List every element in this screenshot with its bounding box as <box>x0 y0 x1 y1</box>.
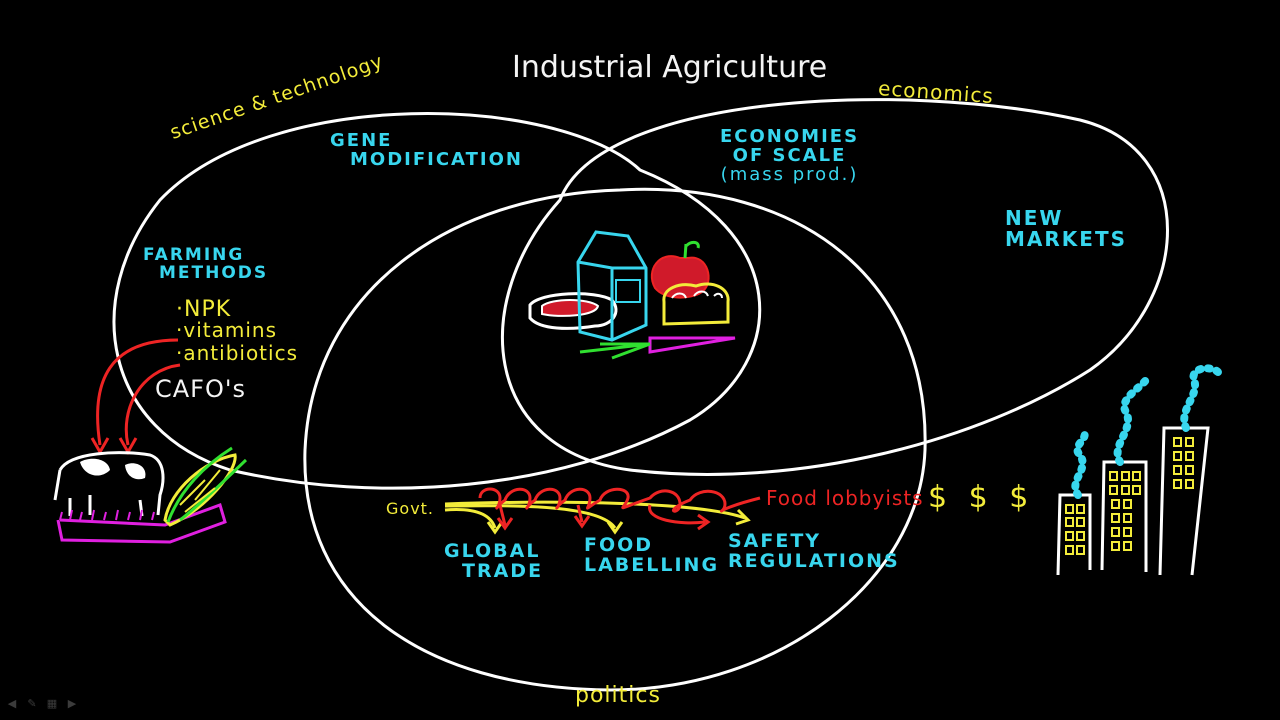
yellow-arrow-trade <box>444 508 497 529</box>
corn-icon <box>163 446 248 527</box>
economics-circle <box>501 98 1169 476</box>
milk-carton-icon <box>576 230 648 342</box>
diagram-title: Industrial Agriculture <box>512 50 828 85</box>
cow-icon <box>53 451 165 517</box>
meat-icon <box>528 292 618 330</box>
lobbyist-loops <box>478 487 761 513</box>
pen-icon[interactable]: ✎ <box>27 697 37 710</box>
red-arrow-vitamins <box>124 363 181 446</box>
govt-label: Govt. <box>386 499 435 518</box>
factory-icon <box>1056 364 1222 576</box>
safety-regulations-label: SAFETY REGULATIONS <box>728 530 900 572</box>
dollar-signs: $ $ $ <box>928 480 1030 515</box>
politics-label: politics <box>575 683 661 708</box>
yellow-arrow-labelling <box>444 504 617 529</box>
npk-item: ·NPK <box>176 297 232 322</box>
page-icon[interactable]: ▦ <box>46 697 58 710</box>
politics-circle <box>303 187 927 692</box>
cafos-label: CAFO's <box>155 375 246 403</box>
gene-modification-label: GENE MODIFICATION <box>330 130 523 170</box>
pasture-icon <box>56 503 227 544</box>
new-markets-label: NEW MARKETS <box>1005 206 1127 251</box>
global-trade-label: GLOBAL TRADE <box>444 540 544 582</box>
economies-of-scale-label: ECONOMIES OF SCALE (mass prod.) <box>720 126 860 185</box>
yellow-arrow-safety <box>444 500 746 520</box>
red-arrow-antibiotics <box>96 338 179 446</box>
carrot-icon <box>579 336 736 360</box>
food-labelling-label: FOOD LABELLING <box>584 534 720 576</box>
food-lobbyists-label: Food lobbyists <box>766 486 924 510</box>
farming-methods-label: FARMING METHODS <box>143 245 269 283</box>
bread-icon <box>662 282 730 326</box>
antibiotics-item: ·antibiotics <box>176 341 298 365</box>
prev-arrow-icon[interactable]: ◀ <box>7 697 17 710</box>
apple-icon <box>650 240 710 299</box>
next-arrow-icon[interactable]: ▶ <box>67 697 77 710</box>
vitamins-item: ·vitamins <box>176 318 277 342</box>
presentation-toolbar: ◀ ✎ ▦ ▶ <box>6 698 78 710</box>
